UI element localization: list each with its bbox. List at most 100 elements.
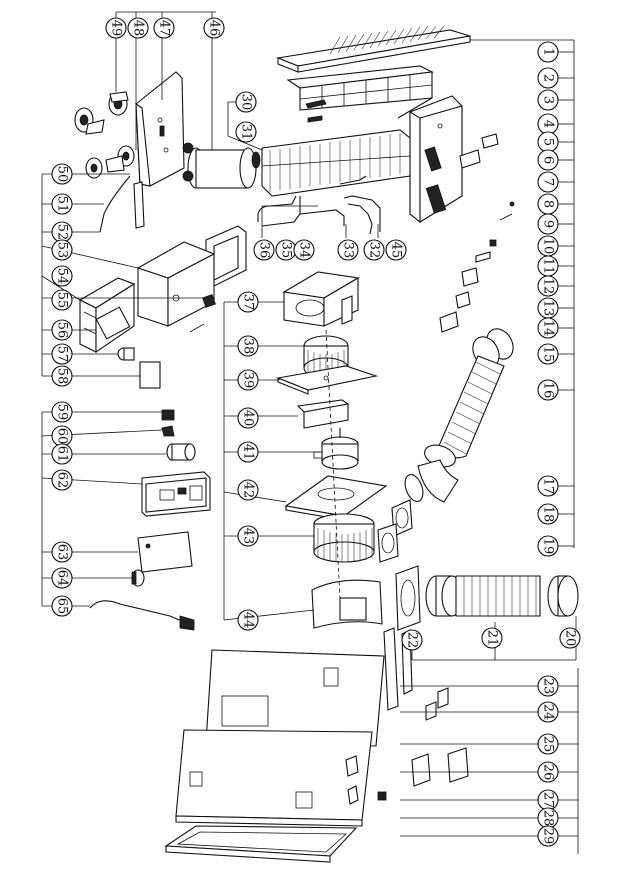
cover-plate	[137, 531, 193, 573]
callout-text: 63	[55, 544, 70, 561]
callout-text: 1	[541, 48, 556, 56]
callout-text: 37	[241, 294, 256, 311]
callout-text: 65	[55, 598, 70, 615]
callout-text: 60	[55, 428, 70, 445]
callout-7: 7	[537, 171, 559, 193]
callout-50: 50	[51, 163, 73, 185]
callout-text: 57	[55, 346, 70, 363]
callout-65: 65	[51, 595, 73, 617]
caster-wheels	[74, 91, 135, 179]
evaporator-coil	[261, 129, 411, 197]
callout-64: 64	[51, 567, 73, 589]
callout-text: 2	[541, 74, 556, 82]
blower-motor	[313, 428, 359, 470]
callout-19: 19	[537, 535, 559, 557]
callout-text: 16	[541, 382, 556, 399]
callout-text: 46	[207, 20, 222, 37]
callout-31: 31	[235, 121, 257, 143]
callout-text: 28	[541, 810, 556, 827]
callout-51: 51	[51, 193, 73, 215]
blower-housing-top	[282, 271, 360, 327]
bracket-parts	[459, 133, 499, 169]
support-rail	[133, 181, 145, 229]
callout-text: 13	[541, 300, 556, 317]
callout-21: 21	[481, 627, 503, 649]
capacitor	[117, 347, 161, 389]
callout-2: 2	[537, 67, 559, 89]
callout-29: 29	[537, 825, 559, 847]
callout-labels: 1234567891011121314151617181923242526272…	[51, 17, 581, 847]
callout-text: 61	[55, 446, 70, 463]
callout-text: 44	[241, 612, 256, 629]
callout-3: 3	[537, 89, 559, 111]
callout-text: 15	[541, 346, 556, 363]
callout-57: 57	[51, 343, 73, 365]
callout-text: 42	[241, 482, 256, 499]
refrigerant-pipes	[257, 175, 381, 235]
callout-text: 62	[55, 472, 70, 489]
controller-housing	[78, 277, 136, 354]
callout-text: 29	[541, 828, 556, 845]
callout-text: 51	[55, 196, 70, 213]
callout-25: 25	[537, 733, 559, 755]
callout-13: 13	[537, 297, 559, 319]
callout-text: 10	[541, 238, 556, 255]
duct-flange-22	[395, 565, 421, 631]
callout-text: 19	[541, 538, 556, 555]
callout-24: 24	[537, 701, 559, 723]
callout-12: 12	[537, 275, 559, 297]
callout-26: 26	[537, 761, 559, 783]
callout-text: 3	[541, 96, 556, 104]
callout-text: 52	[55, 224, 70, 241]
fan-motor	[182, 142, 261, 189]
callout-37: 37	[237, 291, 259, 313]
callout-text: 7	[541, 178, 556, 186]
callout-1: 1	[537, 41, 559, 63]
callout-15: 15	[537, 343, 559, 365]
duct-elbow-17	[404, 444, 459, 503]
callout-30: 30	[235, 91, 257, 113]
callout-text: 53	[55, 242, 70, 259]
callout-text: 49	[109, 20, 124, 37]
flange-19	[377, 523, 399, 563]
front-panel	[175, 729, 373, 827]
callout-text: 5	[541, 138, 556, 146]
callout-text: 12	[541, 278, 556, 295]
flexible-duct-21	[425, 575, 541, 617]
callout-text: 55	[55, 292, 70, 309]
callout-42: 42	[237, 479, 259, 501]
callout-39: 39	[237, 369, 259, 391]
callout-48: 48	[127, 17, 149, 39]
callout-18: 18	[537, 503, 559, 525]
callout-52: 52	[51, 221, 73, 243]
callout-text: 39	[241, 372, 256, 389]
callout-60: 60	[51, 425, 73, 447]
callout-32: 32	[363, 239, 385, 261]
top-grille-panel	[275, 25, 471, 73]
flexible-duct-16	[437, 355, 505, 459]
callout-6: 6	[537, 149, 559, 171]
callout-text: 18	[541, 506, 556, 523]
callout-20: 20	[559, 627, 581, 649]
callout-text: 33	[341, 242, 356, 259]
callout-text: 26	[541, 764, 556, 781]
callout-text: 11	[541, 258, 556, 275]
callout-text: 32	[367, 242, 382, 259]
callout-text: 58	[55, 368, 70, 385]
callout-28: 28	[537, 807, 559, 829]
callout-text: 64	[55, 570, 70, 587]
side-panel	[409, 95, 463, 224]
callout-text: 23	[541, 678, 556, 695]
mounting-plate-upper	[276, 365, 379, 395]
callout-36: 36	[253, 239, 275, 261]
blower-wheel-lower	[313, 513, 375, 563]
callout-text: 14	[541, 320, 556, 337]
callout-17: 17	[537, 475, 559, 497]
callout-text: 22	[405, 632, 420, 649]
callout-text: 59	[55, 404, 70, 421]
callout-47: 47	[153, 17, 175, 39]
flange-18	[391, 499, 413, 537]
callout-62: 62	[51, 469, 73, 491]
